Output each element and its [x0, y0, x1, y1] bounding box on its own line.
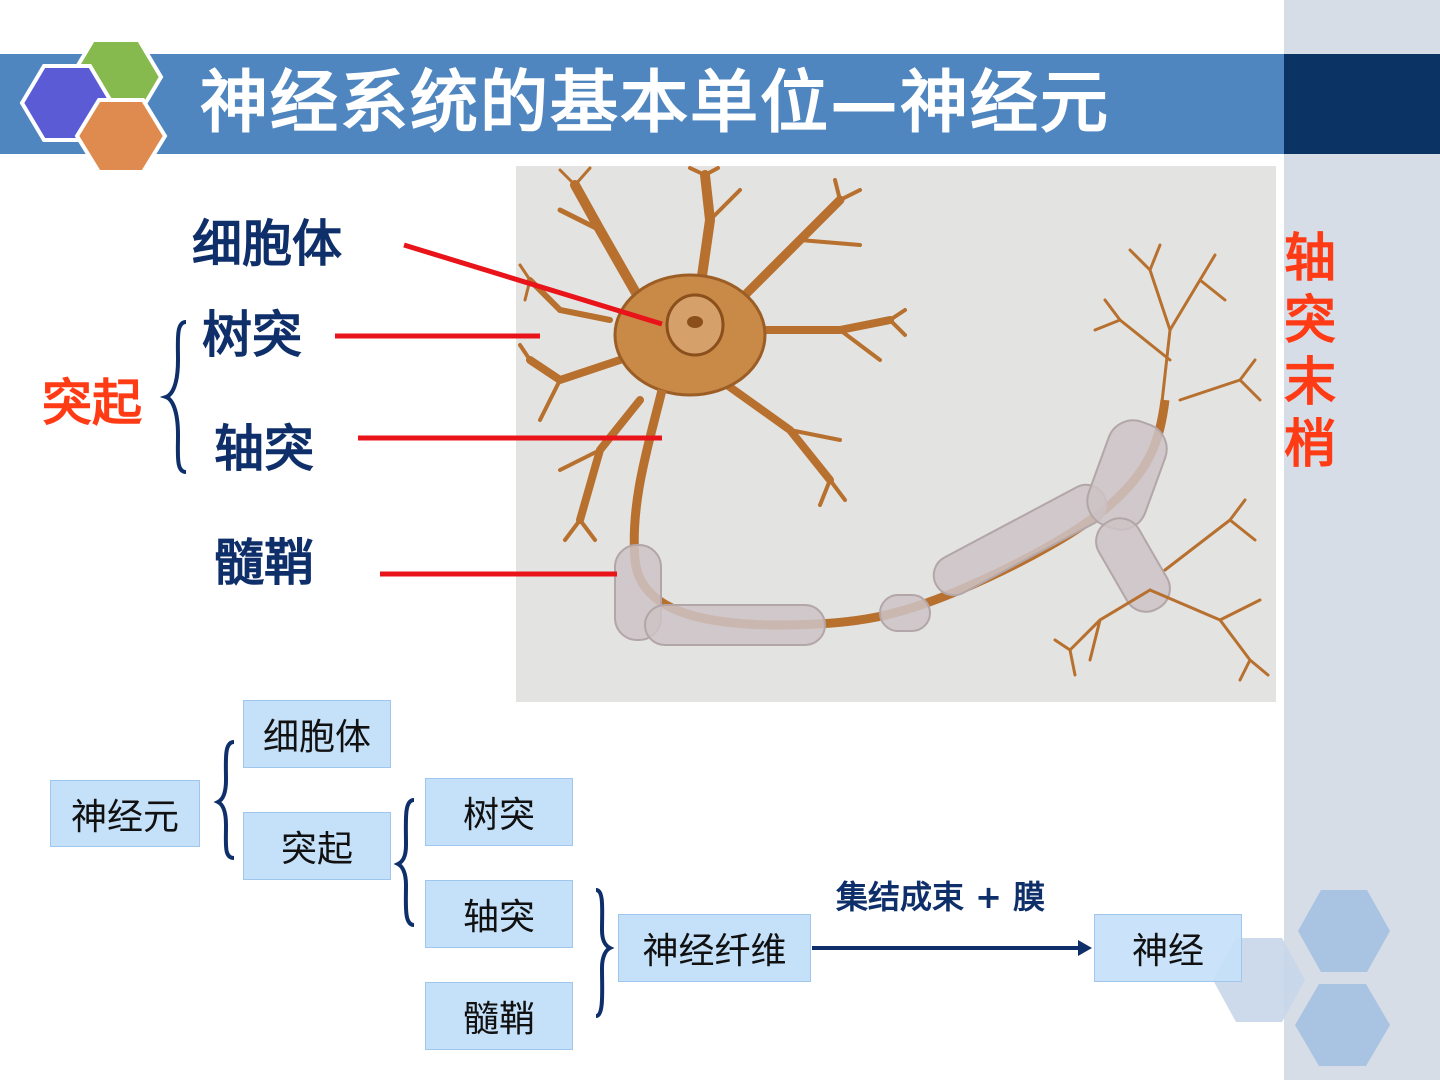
label-myelin: 髓鞘	[214, 534, 314, 592]
hex-deco-bottom-icon	[1295, 984, 1390, 1066]
brace-root-icon	[213, 740, 235, 860]
neuron-dendrites-icon	[518, 166, 907, 542]
label-axon: 轴突	[214, 420, 314, 478]
axon-terminal-icon	[1053, 243, 1270, 682]
nucleolus-icon	[687, 316, 703, 328]
box-nerve: 神经	[1094, 914, 1242, 982]
box-nerve-fiber: 神经纤维	[618, 914, 811, 982]
label-cell-body: 细胞体	[192, 215, 342, 273]
title-bar-accent	[1284, 54, 1440, 154]
pointer-line-cell-body	[403, 242, 663, 327]
box-process: 突起	[243, 812, 391, 880]
box-cell-body: 细胞体	[243, 700, 391, 768]
brace-fiber-icon	[595, 888, 615, 1018]
myelin-sheath-icon	[614, 419, 1171, 646]
title-bar	[0, 54, 1284, 154]
brace-process-icon	[159, 320, 187, 474]
arrow-caption: 集结成束 + 膜	[836, 878, 1046, 916]
box-axon: 轴突	[425, 880, 573, 948]
box-myelin: 髓鞘	[425, 982, 573, 1050]
hex-deco-top-icon	[1298, 890, 1390, 972]
box-neuron: 神经元	[50, 780, 200, 847]
label-axon-terminal: 轴突末梢	[1283, 229, 1336, 475]
brace-process-tree-icon	[393, 798, 415, 927]
arrow-head-icon	[1078, 940, 1092, 956]
label-process: 突起	[42, 374, 142, 432]
label-dendrite: 树突	[202, 306, 302, 364]
box-dendrite: 树突	[425, 778, 573, 846]
page-title: 神经系统的基本单位—神经元	[200, 64, 1111, 143]
